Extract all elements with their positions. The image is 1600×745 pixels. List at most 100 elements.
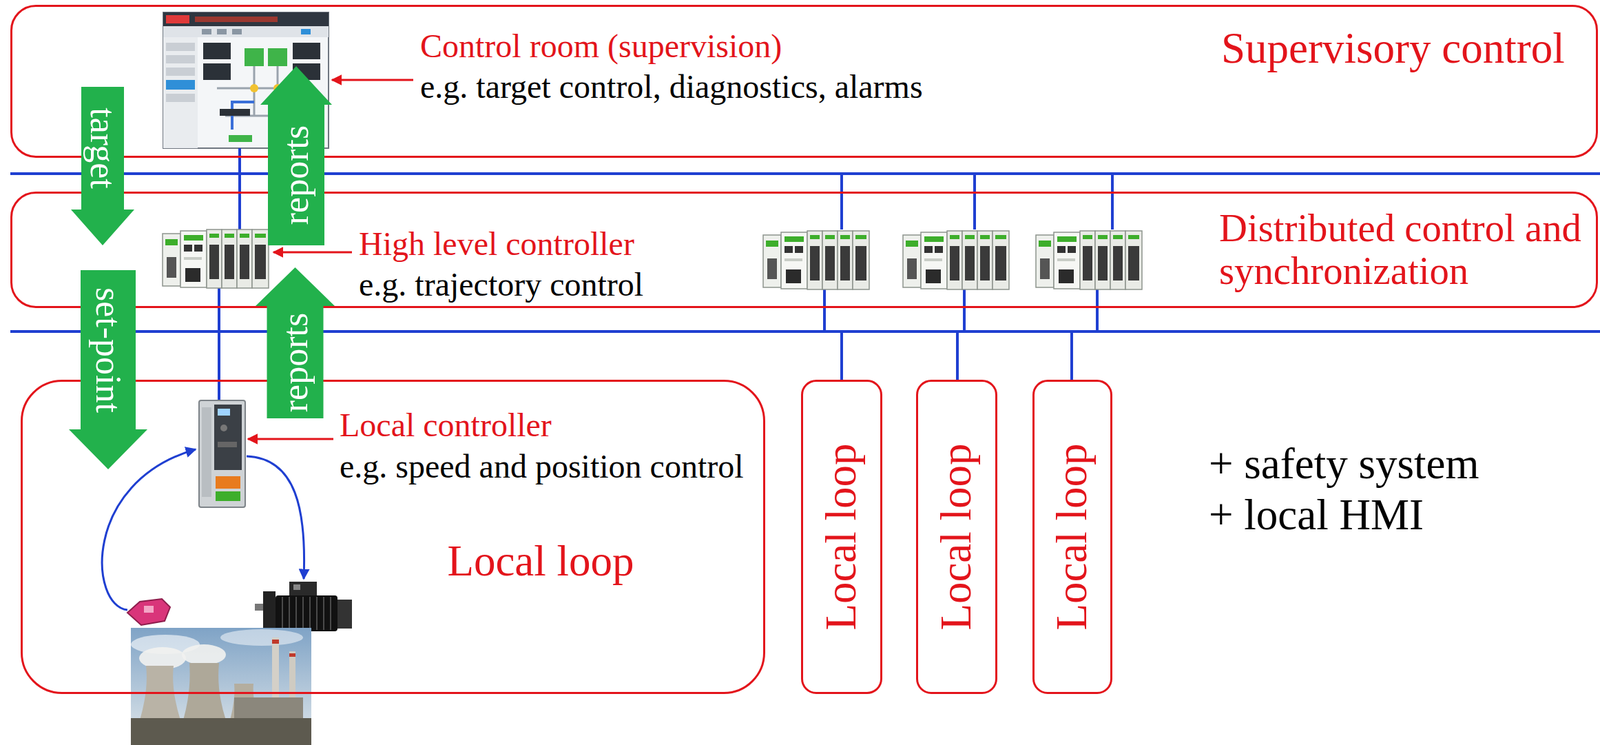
motor-icon bbox=[289, 581, 317, 596]
loop-title: Local loop bbox=[817, 442, 866, 630]
control-room-screen bbox=[165, 93, 195, 102]
leader-arrow bbox=[273, 251, 352, 254]
side-note: + local HMI bbox=[1208, 491, 1424, 539]
control-room-screen bbox=[194, 16, 278, 23]
leader-arrow bbox=[331, 79, 414, 82]
loop-title: Local loop bbox=[1048, 442, 1096, 630]
power-plant-photo bbox=[181, 643, 226, 665]
control-room-screen bbox=[250, 84, 259, 93]
servo-drive-icon bbox=[199, 400, 246, 507]
plc-module bbox=[902, 230, 1010, 290]
controller-title: Local controller bbox=[339, 405, 552, 444]
local-loop-box: Local loop bbox=[1032, 379, 1113, 694]
controller-note: e.g. trajectory control bbox=[358, 265, 644, 304]
sensor-icon bbox=[127, 598, 171, 625]
level-title: Distributed control and synchronization bbox=[1219, 206, 1595, 293]
connector-group bbox=[219, 148, 240, 397]
arrow-label: set-point bbox=[90, 287, 127, 413]
network-drop bbox=[217, 287, 221, 401]
network-bus bbox=[10, 172, 1600, 175]
controller-block: High level controllere.g. trajectory con… bbox=[161, 224, 658, 306]
signal-arrow bbox=[246, 455, 305, 579]
network-link bbox=[238, 148, 242, 225]
network-drop bbox=[1095, 287, 1099, 332]
servo-drive-icon bbox=[215, 475, 241, 489]
local-loop-box: Local loop bbox=[801, 379, 883, 694]
control-room-screen bbox=[165, 15, 190, 24]
servo-drive-icon bbox=[220, 424, 228, 432]
motor-icon bbox=[254, 603, 265, 611]
network-drop bbox=[973, 173, 976, 230]
control-room-screen bbox=[201, 28, 212, 35]
power-plant-photo bbox=[272, 639, 279, 644]
controller-title: Control room (supervision) bbox=[420, 26, 782, 65]
power-plant-photo bbox=[130, 627, 312, 745]
control-room-screen bbox=[292, 42, 321, 60]
level-band: Supervisory control Control room (supervi… bbox=[10, 4, 1598, 158]
control-room-screen bbox=[228, 134, 253, 142]
leader-arrow bbox=[247, 438, 334, 441]
power-plant-photo bbox=[234, 697, 304, 721]
controller-note: e.g. target control, diagnostics, alarms bbox=[420, 67, 923, 106]
control-room-screen bbox=[267, 48, 288, 67]
motor-icon bbox=[263, 590, 276, 633]
network-drop bbox=[219, 148, 1113, 401]
signal-arrow bbox=[101, 449, 196, 610]
servo-drive-icon bbox=[217, 441, 237, 448]
network-link bbox=[217, 305, 221, 397]
controller-title: High level controller bbox=[358, 224, 635, 263]
power-plant-photo bbox=[130, 627, 312, 745]
sensor-icon bbox=[143, 605, 154, 613]
network-bus bbox=[10, 329, 1600, 333]
network-drop bbox=[962, 287, 966, 332]
power-plant-photo bbox=[183, 662, 226, 720]
flow-arrow: target bbox=[70, 86, 135, 246]
control-room-screen bbox=[203, 42, 231, 60]
network-drop bbox=[238, 148, 242, 230]
block-arrow-shape bbox=[68, 269, 148, 470]
power-plant-photo bbox=[220, 628, 304, 646]
block-arrow-shape bbox=[255, 267, 335, 419]
motor-icon bbox=[337, 599, 352, 629]
motor-icon bbox=[254, 581, 352, 633]
level-title: Supervisory control bbox=[1221, 24, 1565, 73]
control-room-screen bbox=[300, 28, 311, 35]
control-room-screen bbox=[244, 48, 264, 67]
control-room-screen bbox=[163, 37, 198, 149]
motor-icon bbox=[282, 596, 331, 630]
plc-module bbox=[763, 230, 870, 290]
flow-arrow: reports bbox=[255, 267, 335, 419]
servo-drive-icon bbox=[217, 408, 231, 416]
level-band: Distributed control and synchronization H… bbox=[10, 191, 1598, 308]
network-drop bbox=[840, 331, 844, 380]
motor-icon bbox=[275, 595, 338, 631]
loop-title: Local loop bbox=[447, 537, 634, 585]
power-plant-photo bbox=[130, 717, 312, 745]
block-arrow-shape bbox=[70, 86, 135, 246]
control-room-screen bbox=[203, 63, 231, 80]
control-room-screen bbox=[165, 67, 195, 76]
network-drop bbox=[823, 287, 826, 332]
arrow-label: reports bbox=[278, 125, 315, 225]
arrow-label: target bbox=[84, 107, 121, 189]
signal-arrow bbox=[101, 449, 304, 610]
network-bus bbox=[10, 173, 1600, 332]
side-note: + safety system bbox=[1208, 440, 1479, 488]
control-room-screen bbox=[165, 55, 195, 64]
control-room-screen bbox=[163, 26, 329, 38]
block-arrow-shape bbox=[260, 66, 332, 246]
network-drop bbox=[1070, 331, 1074, 380]
network-drop bbox=[956, 331, 959, 380]
servo-drive-icon bbox=[201, 407, 212, 497]
sensor-icon bbox=[127, 598, 171, 625]
control-room-screen bbox=[232, 28, 242, 35]
flow-arrow: reports bbox=[260, 66, 332, 246]
controller-note: e.g. speed and position control bbox=[339, 447, 744, 485]
control-room-screen bbox=[163, 12, 329, 27]
plc-module bbox=[162, 229, 269, 288]
control-room-screen bbox=[165, 79, 195, 90]
local-loop-box: Local loop bbox=[916, 379, 998, 694]
